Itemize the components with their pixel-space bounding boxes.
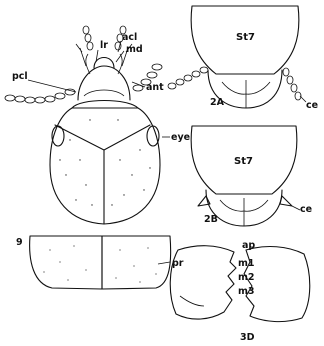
label-m3: m3 (238, 286, 255, 297)
label-m1: m1 (238, 258, 255, 269)
label-m2: m2 (238, 272, 255, 283)
label-pcl: pcl (12, 71, 28, 82)
label-ant: ant (146, 82, 164, 93)
cercus-left-2a (168, 67, 208, 89)
figure-9-drawing (30, 236, 171, 289)
label-fig3d: 3D (240, 332, 255, 343)
cercus-right-2b (280, 196, 292, 206)
label-ce-a: ce (306, 100, 318, 111)
label-fig9: 9 (16, 237, 23, 248)
figure-2b-drawing (191, 126, 300, 226)
label-st7-a: St7 (236, 32, 255, 43)
label-fig2b: 2B (204, 214, 218, 225)
cercus-left-2b (198, 196, 210, 206)
dorsal-body-drawing (5, 26, 170, 224)
label-md: md (126, 44, 143, 55)
label-eye: eye (171, 132, 190, 143)
label-ap: ap (242, 240, 255, 251)
label-lr: lr (100, 40, 108, 51)
label-ce-b: ce (300, 204, 312, 215)
cercus-right-2a (283, 68, 301, 100)
figure-2a-drawing (168, 6, 306, 108)
label-acl: acl (122, 32, 137, 43)
left-antenna (5, 89, 75, 103)
label-st7-b: St7 (234, 156, 253, 167)
eye-shape (147, 126, 159, 146)
label-fig2a: 2A (210, 97, 225, 108)
